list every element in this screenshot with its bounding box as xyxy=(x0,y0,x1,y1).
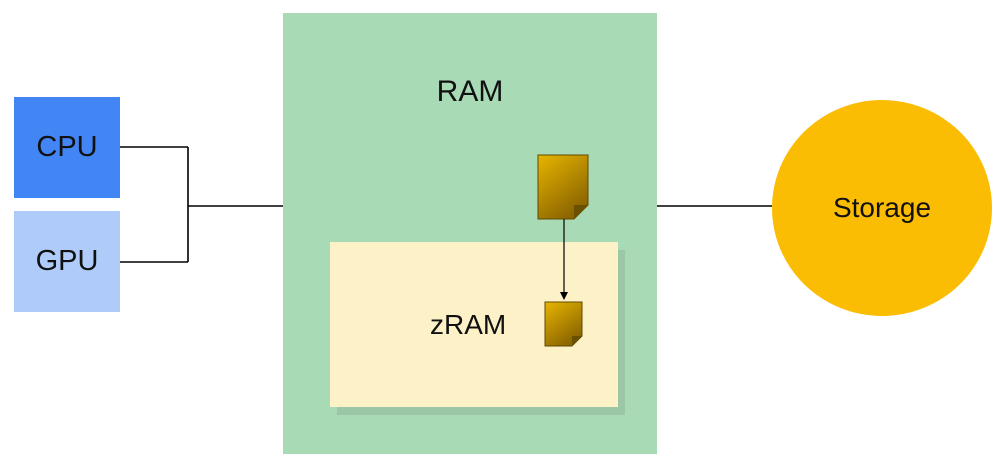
zram-box: zRAM xyxy=(330,242,618,407)
cpu-box: CPU xyxy=(14,97,120,198)
storage-label: Storage xyxy=(832,192,932,223)
gpu-label: GPU xyxy=(35,245,99,277)
zram-label: zRAM xyxy=(430,309,507,340)
storage-circle: Storage xyxy=(772,100,992,316)
gpu-box: GPU xyxy=(14,211,120,312)
cpu-label: CPU xyxy=(36,131,98,163)
ram-label: RAM xyxy=(436,75,504,108)
